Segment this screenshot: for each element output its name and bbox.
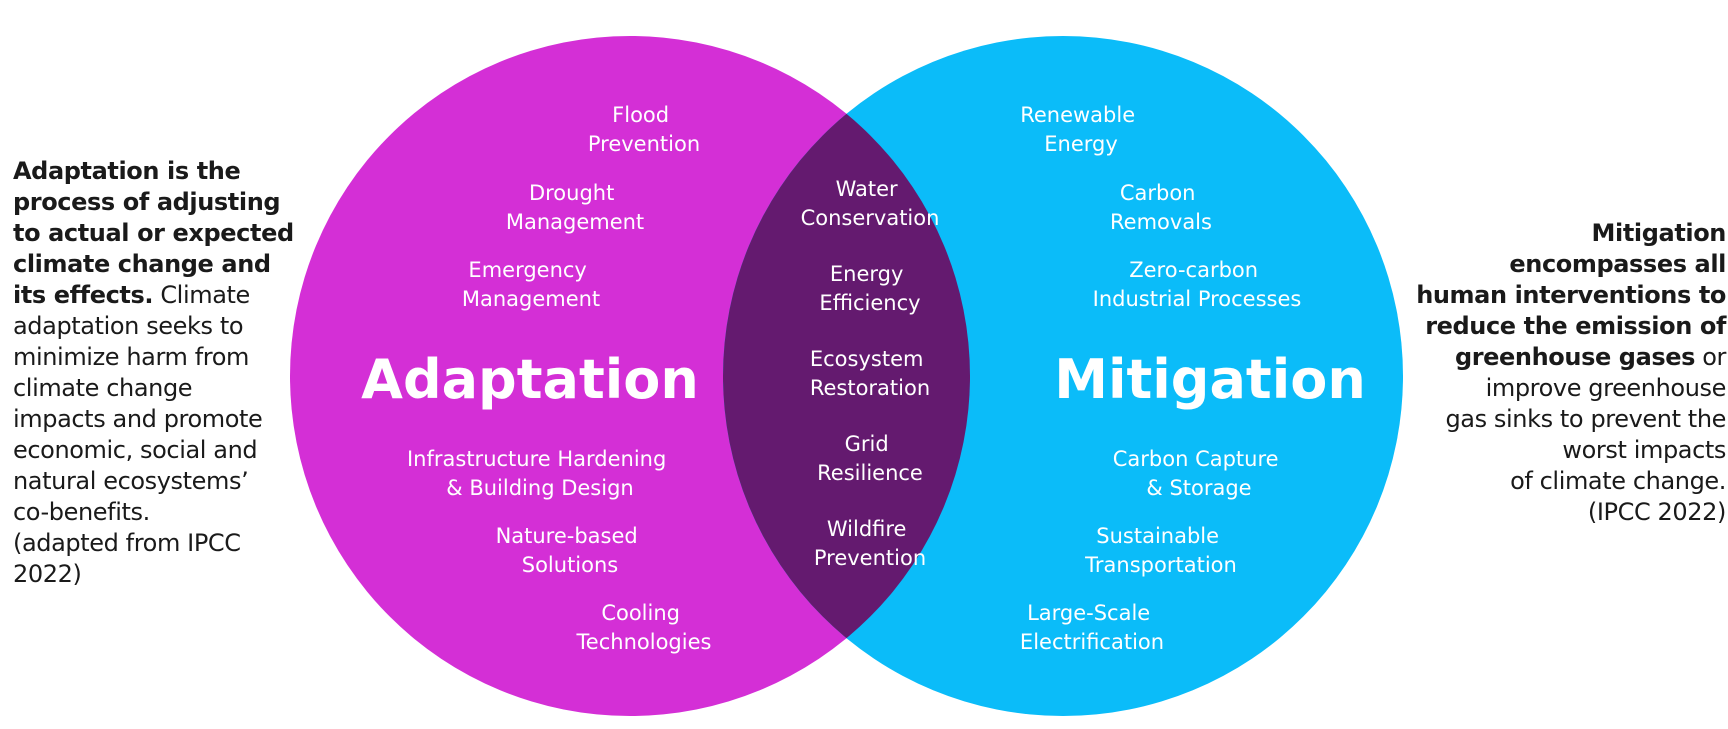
mitigation-item-zero-carbon-industrial: Zero-carbon Industrial Processes — [1093, 258, 1302, 311]
mitigation-item-carbon-capture-storage: Carbon Capture & Storage — [1113, 447, 1286, 500]
overlap-item-wildfire-prevention: Wildfire Prevention — [814, 517, 926, 570]
adaptation-item-emergency-management: Emergency Management — [462, 258, 600, 311]
adaptation-item-drought-management: Drought Management — [506, 181, 644, 234]
adaptation-item-nature-based-solutions: Nature-based Solutions — [496, 524, 645, 577]
adaptation-item-flood-prevention: Flood Prevention — [588, 103, 700, 156]
mitigation-item-carbon-removals: Carbon Removals — [1110, 181, 1212, 234]
adaptation-item-cooling-technologies: Cooling Technologies — [576, 601, 712, 654]
mitigation-item-renewable-energy: Renewable Energy — [1020, 103, 1142, 156]
overlap-item-ecosystem-restoration: Ecosystem Restoration — [810, 347, 930, 400]
mitigation-item-large-scale-electrification: Large-Scale Electrification — [1020, 601, 1164, 654]
mitigation-item-sustainable-transportation: Sustainable Transportation — [1084, 524, 1237, 577]
mitigation-title: Mitigation — [1054, 348, 1366, 411]
overlap-region — [723, 36, 970, 716]
overlap-item-energy-efficiency: Energy Efficiency — [819, 262, 920, 315]
adaptation-title: Adaptation — [361, 348, 699, 411]
adaptation-item-infrastructure-hardening: Infrastructure Hardening & Building Desi… — [407, 447, 673, 500]
overlap-item-water-conservation: Water Conservation — [801, 177, 940, 230]
overlap-item-grid-resilience: Grid Resilience — [817, 432, 923, 485]
